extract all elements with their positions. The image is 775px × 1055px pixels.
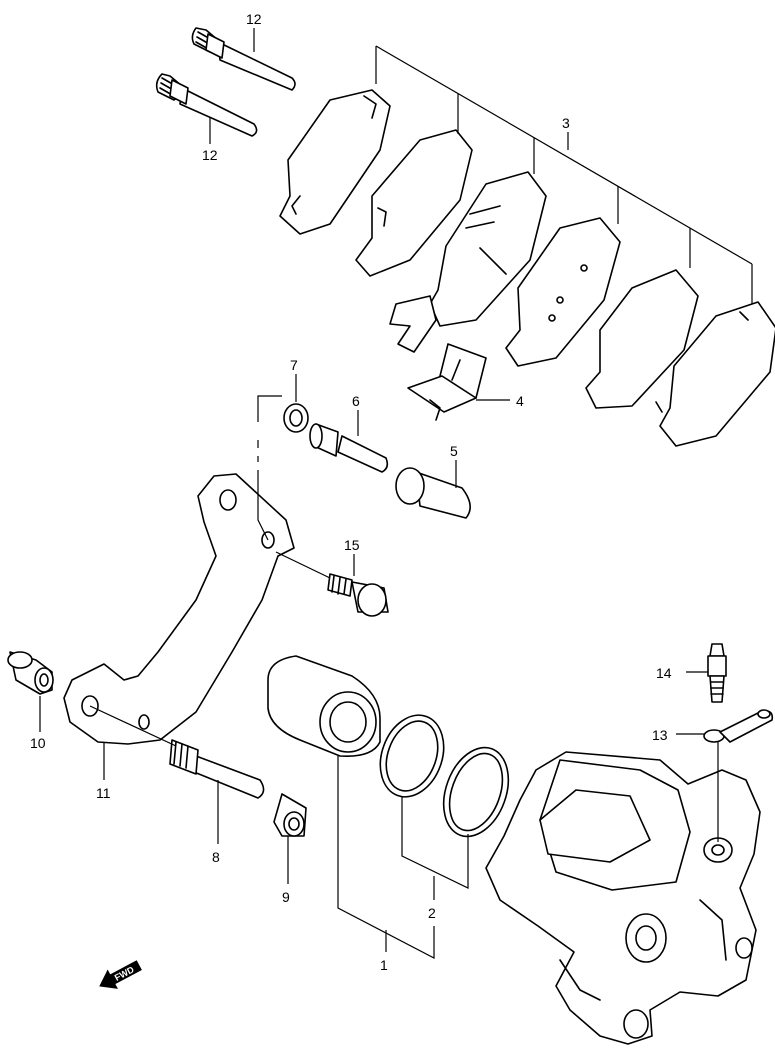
callout-12-bottom: 12 <box>202 147 218 163</box>
callout-10: 10 <box>30 735 46 751</box>
bolt-15 <box>327 573 389 617</box>
leader-lines <box>39 28 753 959</box>
shim-6 <box>655 301 775 447</box>
callout-13: 13 <box>652 727 668 743</box>
pad-shim-1 <box>279 89 391 235</box>
slide-pin-8 <box>169 739 265 799</box>
callout-7: 7 <box>290 357 298 373</box>
callout-11: 11 <box>96 785 111 801</box>
caliper-body <box>485 751 761 1045</box>
callout-2: 2 <box>428 905 436 921</box>
pin-bolt-6 <box>309 423 389 473</box>
callout-labels: 12 12 3 4 5 6 7 15 10 11 8 9 2 1 14 13 <box>30 11 672 973</box>
bleeder-valve-14 <box>707 643 727 703</box>
callout-3: 3 <box>562 115 570 131</box>
pin-12-upper <box>191 27 296 91</box>
bleeder-cap-13 <box>703 709 774 743</box>
callout-12-top: 12 <box>246 11 262 27</box>
dust-seal-2 <box>442 746 510 838</box>
washer-7 <box>283 403 309 433</box>
pad-5 <box>585 269 699 409</box>
plug-cap-5 <box>395 467 471 519</box>
callout-14: 14 <box>656 665 672 681</box>
callout-8: 8 <box>212 849 220 865</box>
piston-seal-2 <box>379 714 445 798</box>
shim-plate-3 <box>389 171 547 353</box>
callout-6: 6 <box>352 393 360 409</box>
callout-15: 15 <box>344 537 360 553</box>
pad-4 <box>505 217 621 367</box>
piston-1 <box>267 655 381 758</box>
bushing-10 <box>7 651 54 695</box>
pad-spring-4 <box>407 343 487 421</box>
boot-9 <box>273 793 307 837</box>
pin-12-lower <box>155 73 258 137</box>
callout-4: 4 <box>516 393 524 409</box>
callout-9: 9 <box>282 889 290 905</box>
forward-direction-arrow: FWD <box>99 960 142 989</box>
caliper-bracket-11 <box>63 473 295 745</box>
pad-2 <box>355 129 473 277</box>
callout-5: 5 <box>450 443 458 459</box>
callout-1: 1 <box>380 957 388 973</box>
